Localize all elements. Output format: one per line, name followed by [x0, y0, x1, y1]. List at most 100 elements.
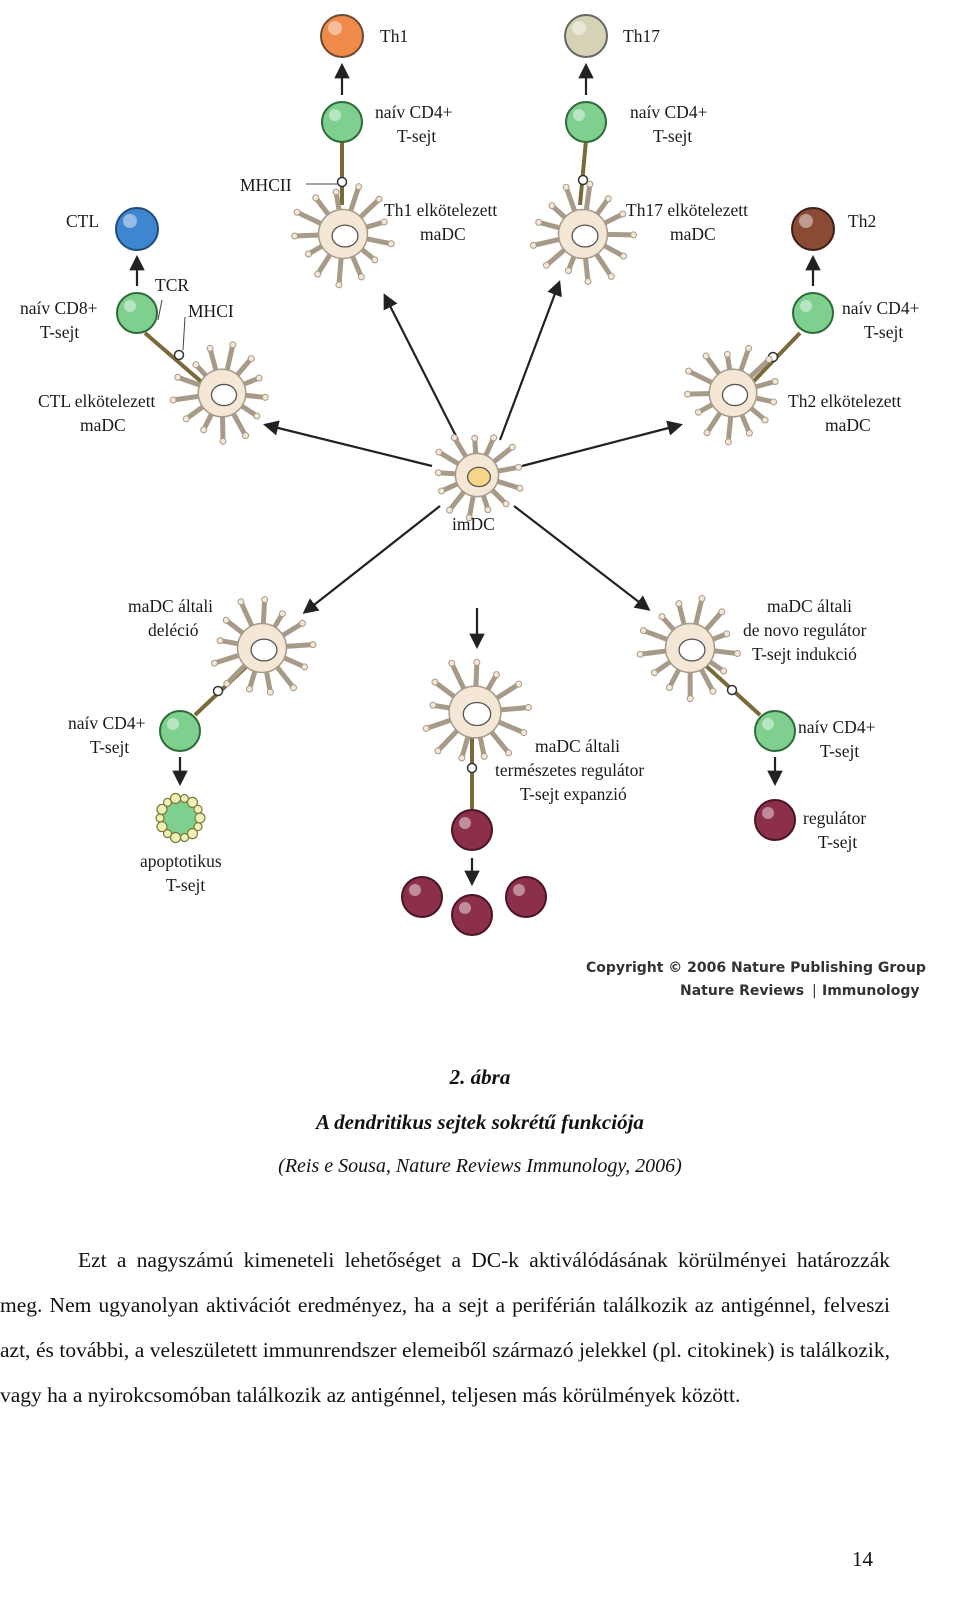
label-tcr: TCR: [155, 275, 189, 295]
label-th2: Th2: [848, 211, 876, 231]
dc-deletion-cell: [210, 596, 317, 696]
label-th17: Th17: [623, 26, 660, 46]
arrow-to-th17-dc: [498, 280, 562, 441]
label-regulator-l1: regulátor: [803, 808, 866, 828]
dc-natural-nucleus: [462, 701, 492, 727]
label-ctl: CTL: [66, 211, 99, 231]
dc-th17-nucleus: [571, 224, 599, 248]
dc-imdc-cell: [434, 434, 524, 522]
label-naive-cd4-th1-l2: T-sejt: [397, 126, 436, 146]
arrow-to-th2-dc: [521, 420, 683, 468]
mhc-node-ctl: [173, 349, 185, 361]
body-paragraph: Ezt a nagyszámú kimeneteli lehetőséget a…: [0, 1248, 890, 1407]
journal-brand: Nature Reviews: [680, 983, 804, 999]
naive-cd4-cell-th1: [321, 101, 363, 143]
caption-title: A dendritikus sejtek sokrétű funkciója: [316, 1110, 644, 1134]
label-mhcii: MHCII: [240, 175, 292, 195]
label-th2-dc-l1: Th2 elkötelezett: [788, 391, 901, 411]
dc-th1-cell: [291, 183, 395, 289]
arrows: [129, 62, 821, 887]
mhc-node-th1: [336, 176, 348, 188]
dc-th2-nucleus: [721, 383, 749, 407]
label-natural-l1: maDC általi: [535, 736, 620, 756]
stalk-th17: [578, 139, 588, 206]
label-natural-l2: természetes regulátor: [495, 760, 644, 780]
label-naive-cd4-deletion-l2: T-sejt: [90, 737, 129, 757]
stalk-ctl: [143, 331, 207, 387]
dc-denovo-nucleus: [678, 638, 706, 662]
label-th1: Th1: [380, 26, 408, 46]
ctl-cell: [115, 207, 159, 251]
label-denovo-l1: maDC általi: [767, 596, 852, 616]
label-ctl-dc-l2: maDC: [80, 415, 126, 435]
arrow-to-denovo-dc: [513, 505, 651, 611]
copyright-block: Copyright © 2006 Nature Publishing Group…: [586, 960, 926, 999]
t-cells: [115, 14, 835, 936]
dendritic-cells: [169, 180, 779, 762]
label-naive-cd8-l1: naív CD8+: [20, 298, 98, 318]
page-number: 14: [852, 1547, 873, 1571]
figure-labels: Th1 Th17 Th2 CTL naív CD4+ T-sejt naív C…: [20, 26, 920, 895]
caption-number: 2. ábra: [449, 1065, 511, 1089]
label-apoptotic-l1: apoptotikus: [140, 851, 222, 871]
label-naive-cd4-th17-l1: naív CD4+: [630, 102, 708, 122]
dc-imdc-nucleus: [466, 466, 492, 488]
label-apoptotic-l2: T-sejt: [166, 875, 205, 895]
label-th17-dc-l2: maDC: [670, 224, 716, 244]
arrow-to-deletion-dc: [302, 505, 441, 614]
label-naive-cd4-denovo-l2: T-sejt: [820, 741, 859, 761]
label-imdc: imDC: [452, 514, 495, 534]
arrow-to-ctl-dc: [263, 420, 433, 468]
label-natural-l3: T-sejt expanzió: [520, 784, 627, 804]
arrow-to-th1-dc: [383, 293, 459, 441]
naive-cd4-cell-deletion: [159, 710, 201, 752]
label-mhci: MHCI: [188, 301, 234, 321]
dc-ctl-cell: [169, 341, 269, 445]
label-naive-cd4-denovo-l1: naív CD4+: [798, 717, 876, 737]
mhc-node-th17: [577, 174, 589, 186]
regulator-cell-expanded-2: [451, 894, 493, 936]
dc-natural-cell: [422, 658, 532, 762]
label-naive-cd8-l2: T-sejt: [40, 322, 79, 342]
dc-denovo-cell: [636, 595, 741, 703]
dc-th17-cell: [529, 180, 638, 286]
journal-separator: |: [812, 983, 817, 999]
th1-cell: [320, 14, 364, 58]
mhc-node-natural: [466, 762, 478, 774]
label-naive-cd4-th2-l2: T-sejt: [864, 322, 903, 342]
copyright-text: Copyright © 2006 Nature Publishing Group: [586, 960, 926, 976]
naive-cd8-cell: [116, 292, 158, 334]
label-naive-cd4-th17-l2: T-sejt: [653, 126, 692, 146]
label-th2-dc-l2: maDC: [825, 415, 871, 435]
label-naive-cd4-deletion-l1: naív CD4+: [68, 713, 146, 733]
label-th1-dc-l1: Th1 elkötelezett: [384, 200, 497, 220]
label-th1-dc-l2: maDC: [420, 224, 466, 244]
dc-deletion-nucleus: [250, 638, 278, 662]
th2-cell: [791, 207, 835, 251]
dc-th1-nucleus: [331, 224, 359, 248]
label-regulator-l2: T-sejt: [818, 832, 857, 852]
regulator-cell-denovo: [754, 799, 796, 841]
apoptotic-t-cell: [155, 792, 206, 844]
regulator-cell-expanded-3: [505, 876, 547, 918]
mhc-node-denovo: [726, 684, 738, 696]
naive-cd4-cell-denovo: [754, 710, 796, 752]
th17-cell: [564, 14, 608, 58]
journal-name: Immunology: [822, 983, 920, 999]
label-denovo-l3: T-sejt indukció: [752, 644, 857, 664]
label-ctl-dc-l1: CTL elkötelezett: [38, 391, 156, 411]
caption-source: (Reis e Sousa, Nature Reviews Immunology…: [278, 1155, 682, 1177]
dc-th2-cell: [684, 344, 779, 446]
body-text: Ezt a nagyszámú kimeneteli lehetőséget a…: [0, 1238, 890, 1418]
label-th17-dc-l1: Th17 elkötelezett: [626, 200, 748, 220]
pointer-lines: [157, 183, 338, 351]
label-naive-cd4-th1-l1: naív CD4+: [375, 102, 453, 122]
mhc-node-deletion: [212, 685, 224, 697]
naive-cd4-cell-th2: [792, 292, 834, 334]
regulator-cell-expanded-1: [401, 876, 443, 918]
mhci-pointer: [182, 316, 186, 351]
naive-cd4-cell-th17: [565, 101, 607, 143]
label-deletion-l2: deléció: [148, 620, 199, 640]
tcr-pointer: [157, 299, 163, 321]
dc-ctl-nucleus: [210, 383, 238, 407]
